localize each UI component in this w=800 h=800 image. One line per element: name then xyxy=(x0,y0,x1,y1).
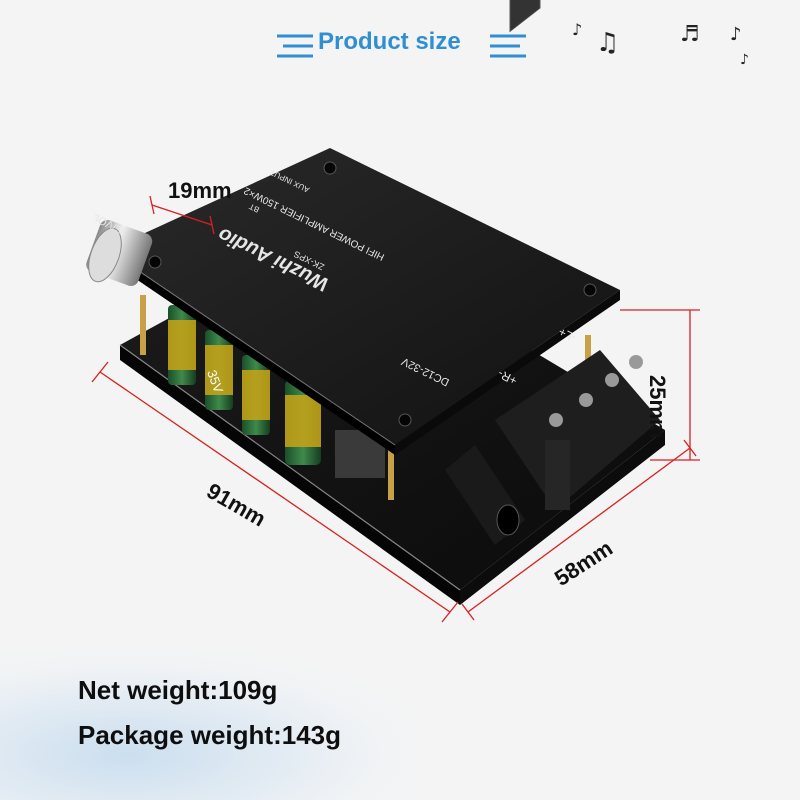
left-channel-label: -L+ xyxy=(556,325,578,345)
header: Product size xyxy=(0,22,800,62)
background-cloud xyxy=(0,650,420,800)
bt-label: BT xyxy=(248,202,261,215)
height-right-dimension: 25mm xyxy=(645,375,670,439)
dc-jack xyxy=(445,445,525,545)
specs: Net weight:109g Package weight:143g xyxy=(78,676,341,766)
net-weight: Net weight:109g xyxy=(78,675,278,705)
title-right-lines xyxy=(490,34,526,58)
speaker-terminal-block xyxy=(495,0,660,510)
volume-knob xyxy=(86,219,153,286)
music-notes-icon: ♪ ♫ ♬ ♪ ♪ xyxy=(572,20,749,68)
page-title: Product size xyxy=(318,28,461,55)
height-top-dimension: 19mm xyxy=(168,178,232,203)
dimension-lines xyxy=(91,195,700,623)
package-weight: Package weight:143g xyxy=(78,720,341,750)
capacitors: 35V xyxy=(168,305,321,465)
top-panel xyxy=(107,148,620,455)
title-left-lines xyxy=(277,34,313,58)
